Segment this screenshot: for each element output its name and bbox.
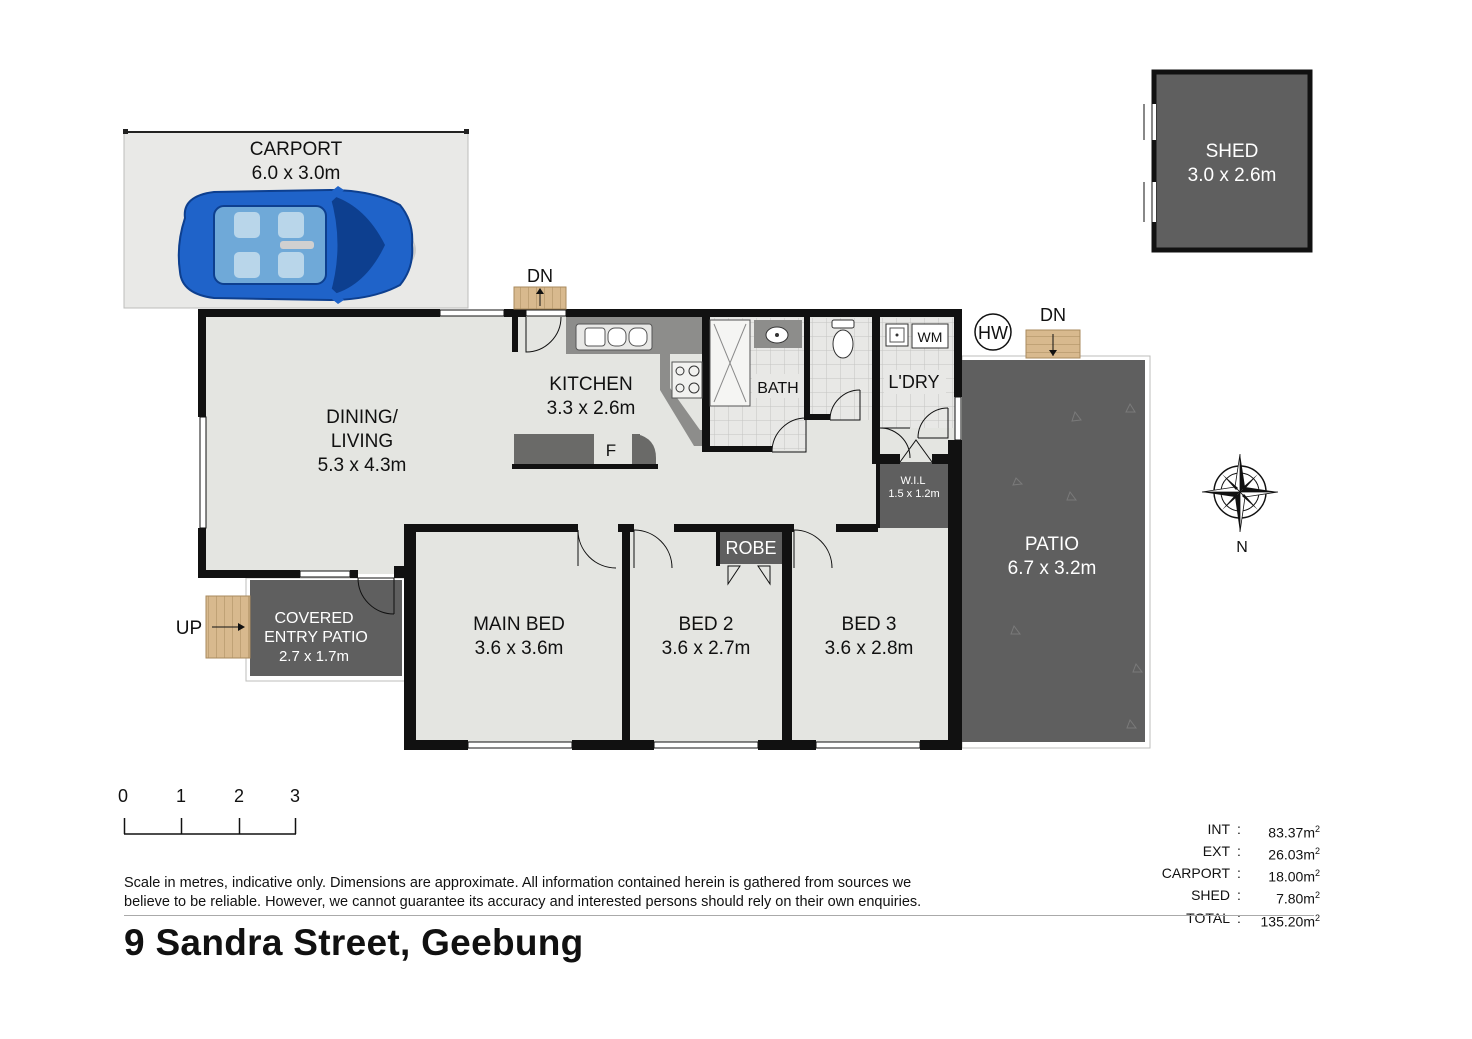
covered-entry-label-2: ENTRY PATIO — [264, 629, 368, 646]
area-separator: : — [1237, 821, 1241, 837]
main-bed-size: 3.6 x 3.6m — [475, 638, 564, 659]
area-label: CARPORT — [1161, 865, 1230, 882]
up-entry-label: UP — [176, 618, 202, 639]
area-value: 26.03m2 — [1268, 846, 1320, 863]
bed3-label: BED 3 — [842, 614, 897, 635]
fridge-label: F — [606, 441, 616, 460]
area-summary: INT : 83.37m2 EXT : 26.03m2 CARPORT : 18… — [1120, 820, 1320, 931]
property-address: 9 Sandra Street, Geebung — [124, 922, 584, 963]
patio: PATIO 6.7 x 3.2m — [961, 355, 1151, 749]
scale-label-1: 1 — [176, 786, 187, 806]
dining-label-2: LIVING — [331, 431, 393, 452]
windows — [199, 309, 962, 749]
bed2-size: 3.6 x 2.7m — [662, 638, 751, 659]
area-separator: : — [1237, 909, 1241, 926]
area-value: 135.20m2 — [1260, 912, 1321, 930]
disclaimer-line-2: believe to be reliable. However, we cann… — [124, 894, 922, 910]
area-row-carport: CARPORT : 18.00m2 — [1120, 864, 1320, 886]
area-value: 7.80m2 — [1276, 890, 1320, 908]
scale-label-0: 0 — [118, 786, 129, 806]
stairs-patio: DN — [1025, 305, 1081, 359]
area-value: 83.37m2 — [1268, 824, 1320, 841]
bath-fixtures: BATH — [709, 319, 855, 407]
dn-patio-label: DN — [1040, 305, 1066, 325]
dining-label-1: DINING/ — [326, 407, 399, 428]
shed-size: 3.0 x 2.6m — [1188, 165, 1277, 186]
disclaimer-line-1: Scale in metres, indicative only. Dimens… — [124, 875, 912, 891]
wil-size: 1.5 x 1.2m — [888, 488, 939, 500]
dn-kitchen-label: DN — [527, 266, 553, 286]
shed-label: SHED — [1206, 141, 1259, 162]
area-value: 18.00m2 — [1268, 868, 1320, 885]
walls — [198, 309, 962, 750]
disclaimer: Scale in metres, indicative only. Dimens… — [124, 874, 1024, 912]
main-bed-label: MAIN BED — [473, 614, 565, 635]
area-label: SHED — [1191, 887, 1230, 904]
carport-size: 6.0 x 3.0m — [252, 163, 341, 184]
kitchen-fixtures: F KITCHEN 3.3 x 2.6m — [512, 317, 703, 469]
north-label: N — [1236, 539, 1248, 556]
area-separator: : — [1237, 843, 1241, 860]
robe-label: ROBE — [725, 538, 776, 558]
covered-entry-size: 2.7 x 1.7m — [279, 648, 349, 665]
wm-label: WM — [918, 329, 943, 345]
stairs-entry: UP — [176, 595, 251, 659]
dining-size: 5.3 x 4.3m — [318, 455, 407, 476]
kitchen-size: 3.3 x 2.6m — [547, 398, 636, 419]
bed2-label: BED 2 — [679, 614, 734, 635]
doors — [357, 316, 949, 615]
area-row-total: TOTAL : 135.20m2 — [1120, 909, 1320, 931]
laundry-fixtures: WM L'DRY — [884, 323, 949, 394]
area-row-shed: SHED : 7.80m2 — [1120, 886, 1320, 908]
stairs-kitchen: DN — [513, 266, 567, 310]
area-label: TOTAL — [1186, 909, 1230, 926]
patio-label: PATIO — [1025, 534, 1079, 555]
shed: SHED 3.0 x 2.6m — [1143, 69, 1313, 253]
area-row-ext: EXT : 26.03m2 — [1120, 842, 1320, 864]
area-row-int: INT : 83.37m2 — [1120, 820, 1320, 842]
covered-entry-patio: COVERED ENTRY PATIO 2.7 x 1.7m — [245, 577, 407, 682]
laundry-label: L'DRY — [888, 372, 939, 392]
bed3-size: 3.6 x 2.8m — [825, 638, 914, 659]
area-separator: : — [1237, 865, 1241, 882]
scale-label-3: 3 — [290, 786, 301, 806]
covered-entry-label-1: COVERED — [274, 610, 353, 627]
hw-label: HW — [978, 323, 1008, 343]
kitchen-label: KITCHEN — [549, 374, 632, 395]
bath-label: BATH — [757, 380, 798, 397]
scale-bar — [123, 818, 297, 835]
carport-label: CARPORT — [250, 139, 343, 160]
wil-label: W.I.L — [900, 475, 925, 487]
car-icon — [177, 186, 416, 304]
patio-size: 6.7 x 3.2m — [1008, 558, 1097, 579]
footer-divider — [124, 915, 1314, 916]
compass-icon: N — [1201, 453, 1279, 556]
hot-water-marker: HW — [974, 313, 1012, 351]
scale-label-2: 2 — [234, 786, 245, 806]
area-label: EXT — [1202, 843, 1230, 860]
area-label: INT — [1207, 821, 1230, 837]
area-separator: : — [1237, 887, 1241, 904]
